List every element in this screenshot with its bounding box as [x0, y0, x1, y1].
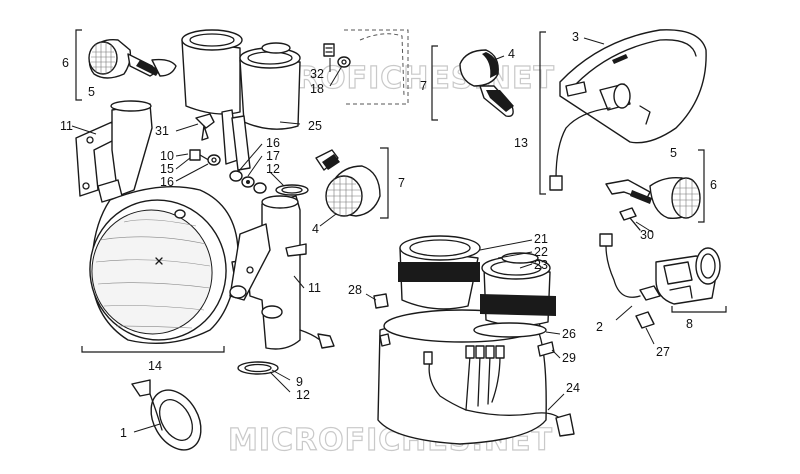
turn-signal-top-right [459, 49, 514, 117]
callout-18: 18 [310, 82, 324, 96]
callout-26: 26 [562, 327, 576, 341]
dashed-detail-part [359, 33, 405, 97]
fork-bracket-11 [229, 195, 335, 350]
grommet-28 [373, 293, 389, 309]
callout-1: 1 [120, 426, 127, 440]
horn-1 [131, 379, 202, 451]
callout-3: 3 [572, 30, 579, 44]
bulb-socket-27 [635, 311, 655, 329]
callout-10: 10 [160, 149, 174, 163]
callout-29: 29 [562, 351, 576, 365]
bracket-6-right [698, 149, 705, 223]
callout-16-left: 16 [160, 175, 174, 189]
callout-27: 27 [656, 345, 670, 359]
callout-30: 30 [640, 228, 654, 242]
callout-9: 9 [296, 375, 303, 389]
callout-8: 8 [686, 317, 693, 331]
bracket-7-middle [380, 147, 389, 219]
callout-22: 22 [534, 245, 548, 259]
callout-32: 32 [310, 67, 324, 81]
callout-11-left: 11 [60, 119, 73, 133]
tail-light-3 [549, 29, 707, 191]
bracket-8 [671, 306, 727, 313]
callout-7-middle: 7 [398, 176, 405, 190]
instrument-cluster-lower [377, 235, 575, 445]
washer-stack-middle [229, 170, 309, 196]
callout-4-middle: 4 [312, 222, 319, 236]
callout-17: 17 [266, 149, 280, 163]
callout-14: 14 [148, 359, 162, 373]
bracket-14 [81, 346, 225, 353]
callout-21: 21 [534, 232, 548, 246]
turn-signal-right [605, 176, 701, 219]
instrument-cluster-25 [181, 29, 301, 171]
headlight-bracket-left [75, 100, 153, 203]
callout-25: 25 [308, 119, 322, 133]
callout-2: 2 [596, 320, 603, 334]
screw-30 [619, 207, 641, 231]
callout-5-right: 5 [670, 146, 677, 160]
callout-16-middle: 16 [266, 136, 280, 150]
callout-6-top-left: 6 [62, 56, 69, 70]
turn-signal-middle [315, 149, 381, 217]
bracket-7-top-right [431, 45, 438, 121]
callout-24: 24 [566, 381, 580, 395]
dashed-detail-box [344, 29, 409, 105]
callout-23: 23 [534, 258, 548, 272]
washer-16-left [207, 154, 221, 166]
callout-7-top-right: 7 [420, 79, 427, 93]
license-plate-light-8 [599, 233, 721, 305]
bracket-13 [539, 31, 546, 195]
turn-signal-top-left [88, 39, 177, 79]
callout-28: 28 [348, 283, 362, 297]
callout-11-middle: 11 [308, 281, 321, 295]
callout-12-bottom: 12 [296, 388, 310, 402]
headlight-assembly-14 [89, 186, 249, 344]
rubber-ring-9 [237, 361, 279, 375]
callout-13: 13 [514, 136, 528, 150]
bracket-6-tl [75, 29, 82, 101]
callout-6-right: 6 [710, 178, 717, 192]
callout-4-top-right: 4 [508, 47, 515, 61]
fitting-31 [195, 113, 215, 141]
callout-15: 15 [160, 162, 174, 176]
callout-5-top-left: 5 [88, 85, 95, 99]
callout-12-middle: 12 [266, 162, 280, 176]
callout-31: 31 [155, 124, 169, 138]
screw-32 [323, 43, 351, 68]
